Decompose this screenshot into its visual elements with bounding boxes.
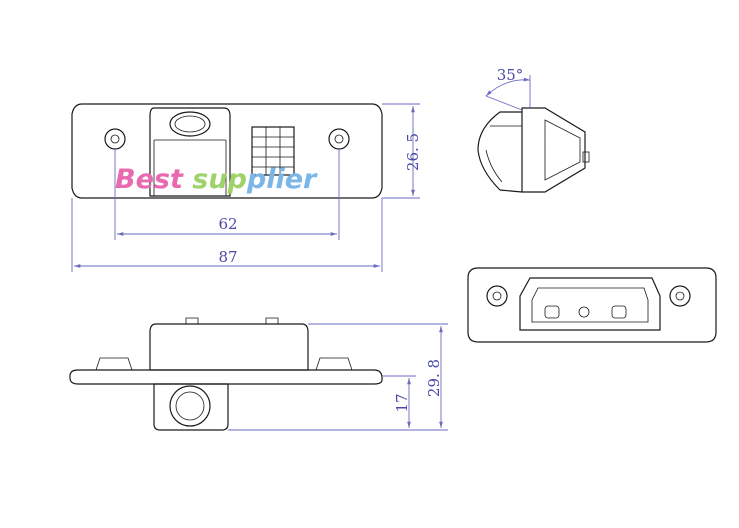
side-inner-label: 17 [393, 393, 411, 412]
side-total-label: 29. 8 [425, 359, 443, 397]
height-dimension: 26. 5 [382, 103, 422, 199]
hole-spacing-label: 62 [218, 215, 237, 233]
total-width-dimension: 87 [71, 198, 383, 272]
side-view: 35° [477, 66, 590, 193]
front-view [71, 103, 383, 199]
height-label: 26. 5 [404, 133, 422, 171]
total-width-label: 87 [218, 248, 237, 266]
hole-spacing-dimension: 62 [114, 149, 340, 240]
side-total-dimension: 29. 8 [308, 323, 448, 428]
watermark-text: Best supplier [115, 164, 318, 195]
bottom-view [69, 317, 383, 431]
angle-label: 35° [497, 66, 524, 84]
back-view [467, 267, 717, 343]
side-inner-dimension: 17 [228, 375, 448, 431]
